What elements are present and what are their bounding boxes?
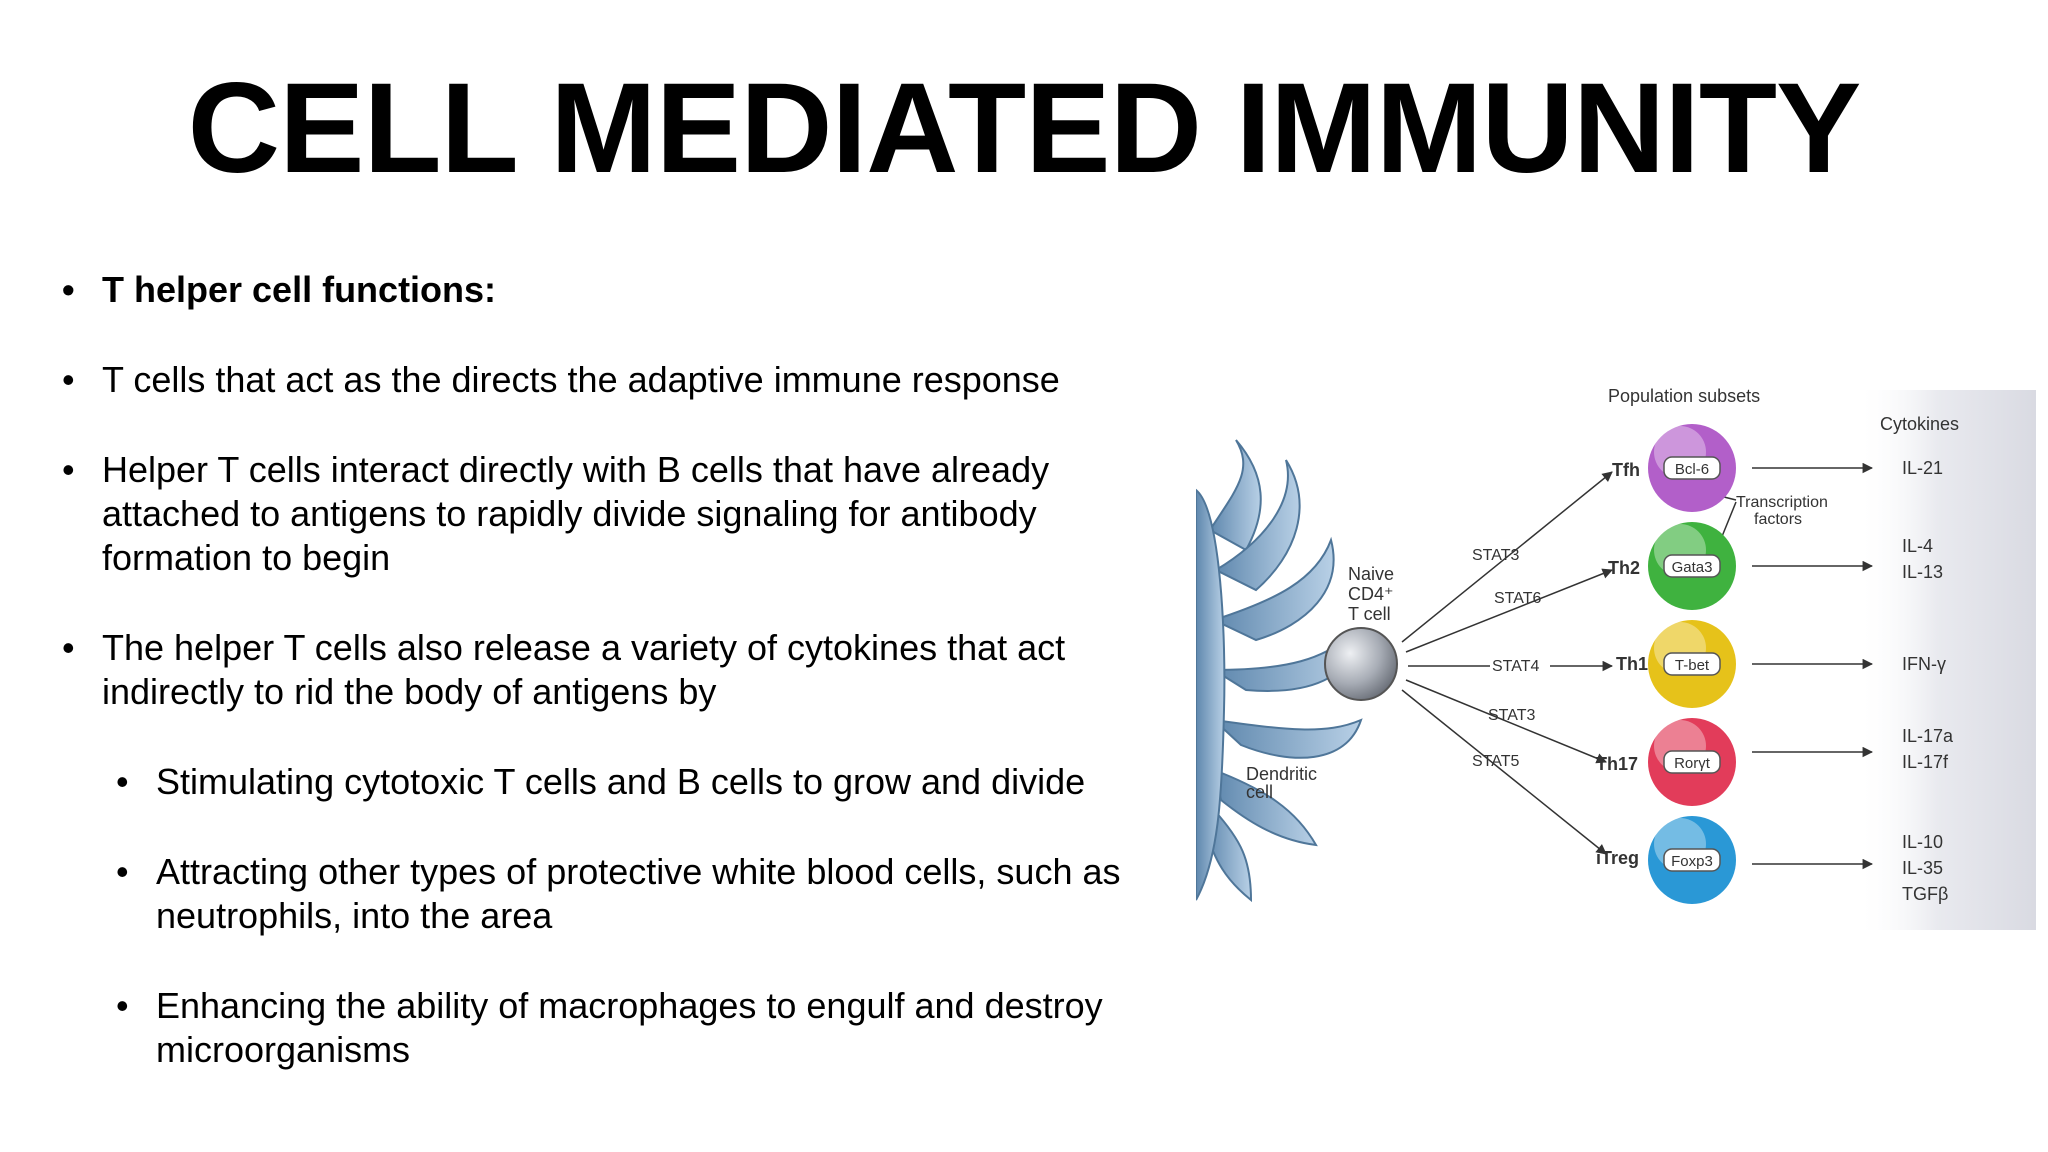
transcription-label: Transcription (1736, 494, 1828, 511)
subset-name-th1: Th1 (1616, 654, 1648, 674)
cytokine-label: IL-21 (1902, 458, 1943, 478)
factor-label: Foxp3 (1671, 853, 1713, 870)
factor-badge (1663, 652, 1721, 676)
arrow-to-itreg (1401, 689, 1607, 855)
factor-badge (1663, 456, 1721, 480)
cytokine-label: TGFβ (1902, 884, 1948, 904)
cytokine-label: IFN-γ (1902, 654, 1946, 674)
bullet-item: Helper T cells interact directly with B … (62, 448, 1182, 580)
subset-cell-th1: T-bet (1648, 620, 1736, 708)
factor-badge (1663, 848, 1721, 872)
naive-t-cell-icon (1324, 627, 1398, 701)
naive-label-line2: CD4⁺ (1348, 584, 1394, 604)
subset-cell-th2: Gata3 (1648, 522, 1736, 610)
bullet-item: T cells that act as the directs the adap… (62, 358, 1182, 402)
naive-label-line1: Naive (1348, 564, 1394, 584)
dendritic-label-line2: cell (1246, 782, 1273, 802)
arrow-to-th17 (1405, 679, 1607, 764)
factor-label: Rorγt (1674, 755, 1711, 772)
factor-badge (1663, 554, 1721, 578)
t-helper-differentiation-diagram: Naive CD4⁺ T cell Dendritic cell Populat… (1196, 380, 2036, 940)
stat-label-th1-bg (1490, 656, 1550, 676)
subset-cell-itreg: Foxp3 (1648, 816, 1736, 904)
stat-label-th2: STAT6 (1494, 590, 1542, 607)
stat-label-th17: STAT3 (1488, 707, 1536, 724)
factors-label: factors (1754, 511, 1802, 528)
dendritic-cell-icon (1196, 439, 1363, 903)
bullet-item: The helper T cells also release a variet… (62, 626, 1182, 714)
bullet-list: T helper cell functions: T cells that ac… (62, 268, 1182, 1118)
subset-cell-th17: Rorγt (1648, 718, 1736, 806)
arrow-to-th2 (1405, 568, 1613, 653)
sub-bullet-item: Attracting other types of protective whi… (116, 850, 1182, 938)
factor-label: T-bet (1675, 657, 1710, 674)
naive-label-line3: T cell (1348, 604, 1391, 624)
arrow-to-tfh (1401, 471, 1613, 643)
cytokine-label: IL-17a (1902, 726, 1954, 746)
subset-name-tfh: Tfh (1612, 460, 1640, 480)
subset-name-th2: Th2 (1608, 558, 1640, 578)
subset-name-th17: Th17 (1596, 754, 1638, 774)
cytokine-label: IL-35 (1902, 858, 1943, 878)
factor-label: Bcl-6 (1675, 461, 1709, 478)
cytokine-label: IL-4 (1902, 536, 1933, 556)
diagram-svg: Naive CD4⁺ T cell Dendritic cell Populat… (1196, 386, 2036, 930)
stat-label-tfh: STAT3 (1472, 547, 1520, 564)
bullet-heading: T helper cell functions: (62, 268, 1182, 312)
population-subsets-label: Population subsets (1608, 386, 1760, 406)
cytokine-label: IL-10 (1902, 832, 1943, 852)
sub-bullet-item: Stimulating cytotoxic T cells and B cell… (116, 760, 1182, 804)
cytokine-label: IL-17f (1902, 752, 1949, 772)
stat-label-itreg: STAT5 (1472, 753, 1520, 770)
sub-bullet-item: Enhancing the ability of macrophages to … (116, 984, 1182, 1072)
factor-badge (1663, 750, 1721, 774)
subset-name-itreg: iTreg (1596, 848, 1639, 868)
cytokine-column-background (1856, 390, 2036, 930)
cytokines-label: Cytokines (1880, 414, 1959, 434)
slide-title: CELL MEDIATED IMMUNITY (187, 57, 1862, 200)
factor-label: Gata3 (1672, 559, 1713, 576)
subset-cell-tfh: Bcl-6 (1648, 424, 1736, 512)
stat-label-th1: STAT4 (1492, 658, 1540, 675)
dendritic-label-line1: Dendritic (1246, 764, 1317, 784)
cytokine-label: IL-13 (1902, 562, 1943, 582)
